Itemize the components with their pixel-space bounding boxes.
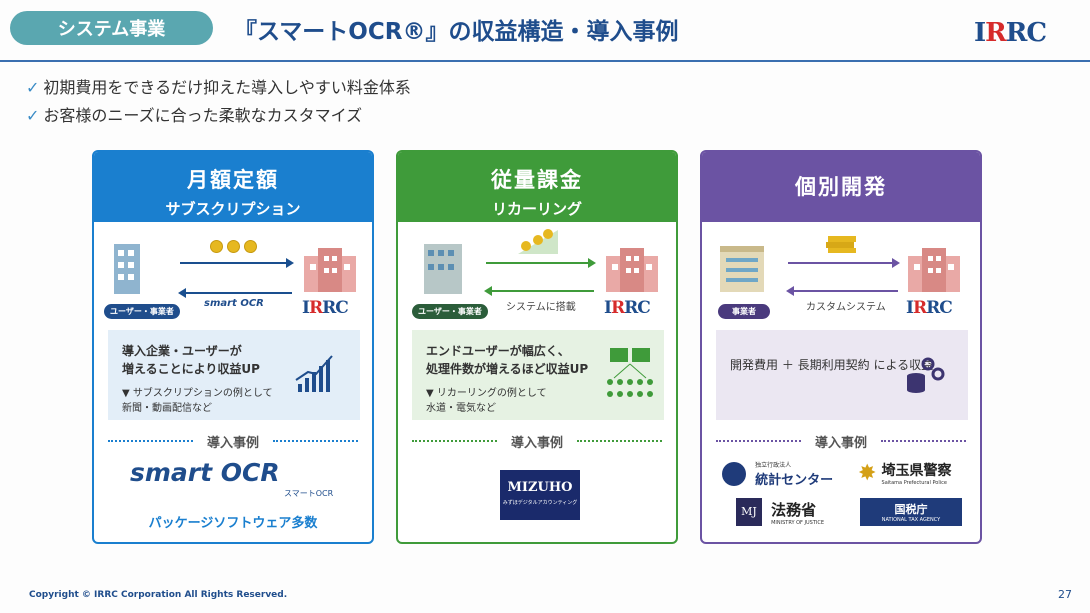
smart-ocr-mini-logo: smart OCR [204,298,264,309]
card-subtitle: サブスクリプション [165,200,301,218]
business-building-icon [720,246,764,292]
arrow-label: カスタムシステム [806,302,886,313]
card-header: 従量課金 リカーリング [398,152,676,222]
card-title: 従量課金 [491,168,583,192]
case-caption: パッケージソフトウェア多数 [148,516,318,531]
user-tag: ユーザー・事業者 [412,304,488,319]
irrc-logo-small: IRRC [604,298,651,318]
revenue-box: 開発費用 ＋ 長期利用契約 による収益 [716,330,968,420]
page-number: 27 [1058,588,1072,601]
coins-icon [208,238,259,257]
example-text: ▼ サブスクリプションの例として 新聞・動画配信など [122,388,273,414]
arrow-right [180,258,294,268]
bullet-item: ✓初期費用をできるだけ抑えた導入しやすい料金体系 [26,78,411,97]
irrc-logo: IRRC [974,18,1047,48]
revenue-text: エンドユーザーが幅広く、 処理件数が増えるほど収益UP [426,344,589,376]
copyright: Copyright © IRRC Corporation All Rights … [29,590,288,600]
card-header: 月額定額 サブスクリプション [94,152,372,222]
irrc-building-icon [304,248,356,292]
case-heading: 導入事例 [702,432,980,451]
coins-rising-icon [518,229,558,254]
irrc-logo-small: IRRC [302,298,349,318]
example-text: ▼ リカーリングの例として 水道・電気など [426,388,547,414]
arrow-label: システムに搭載 [506,302,576,313]
police-emblem-icon: ✸ [858,460,877,486]
client-logo-stat-center: 独立行政法人 統計センター [722,460,848,488]
card-header: 個別開発 [702,152,980,222]
smart-ocr-logo-sub: スマートOCR [284,489,334,498]
card-subtitle: リカーリング [491,200,582,218]
arrow-right [788,258,900,268]
moj-emblem-icon: MJ [736,498,762,526]
mizuho-logo: MIZUHO みずほデジタルアカウンティング [500,470,580,520]
revenue-text: 導入企業・ユーザーが 増えることにより収益UP [122,344,260,376]
user-building-icon [114,244,140,294]
card-title: 個別開発 [795,175,887,199]
revenue-text: 開発費用 ＋ 長期利用契約 による収益 [730,358,934,372]
arrow-left [786,286,898,296]
user-building-icon [424,244,462,294]
users-network-icon [607,348,653,397]
card-title: 月額定額 [187,168,279,192]
case-heading: 導入事例 [398,432,676,451]
client-logo-moj: MJ 法務省 MINISTRY OF JUSTICE [736,498,856,526]
smart-ocr-logo: smart OCR [130,458,280,487]
header-divider [0,60,1090,62]
arrow-left [178,288,292,298]
card-subscription: 月額定額 サブスクリプション ユーザー・事業者 smart OCR IRRC 導… [92,150,374,544]
bullet-item: ✓お客様のニーズに合った柔軟なカスタマイズ [26,106,363,125]
card-recurring: 従量課金 リカーリング ユーザー・事業者 システムに搭載 IRRC エンドユーザ… [396,150,678,544]
card-custom: 個別開発 事業者 カスタムシステム IRRC 開発費用 ＋ 長期利用契約 による… [700,150,982,544]
user-tag: ユーザー・事業者 [104,304,180,319]
case-heading: 導入事例 [94,432,372,451]
cash-stack-icon [826,236,856,253]
stat-center-emblem-icon [722,462,746,486]
revenue-box: エンドユーザーが幅広く、 処理件数が増えるほど収益UP ▼ リカーリングの例とし… [412,330,664,420]
user-tag: 事業者 [718,304,770,319]
arrow-right [486,258,596,268]
client-logo-saitama-police: ✸ 埼玉県警察 Saitama Prefectural Police [858,460,952,487]
database-gear-icon [907,357,945,393]
check-icon: ✓ [26,106,40,125]
growth-chart-icon [295,355,333,392]
page-title: 『スマートOCR®』の収益構造・導入事例 [234,19,679,45]
irrc-building-icon [606,248,658,292]
revenue-box: 導入企業・ユーザーが 増えることにより収益UP ▼ サブスクリプションの例として… [108,330,360,420]
irrc-building-icon [908,248,960,292]
arrow-left [484,286,594,296]
check-icon: ✓ [26,78,40,97]
irrc-logo-small: IRRC [906,298,953,318]
bullet-list: ✓初期費用をできるだけ抑えた導入しやすい料金体系 ✓お客様のニーズに合った柔軟な… [26,74,411,130]
client-logo-nta: 国税庁 NATIONAL TAX AGENCY [860,498,962,526]
section-pill: システム事業 [10,11,213,45]
